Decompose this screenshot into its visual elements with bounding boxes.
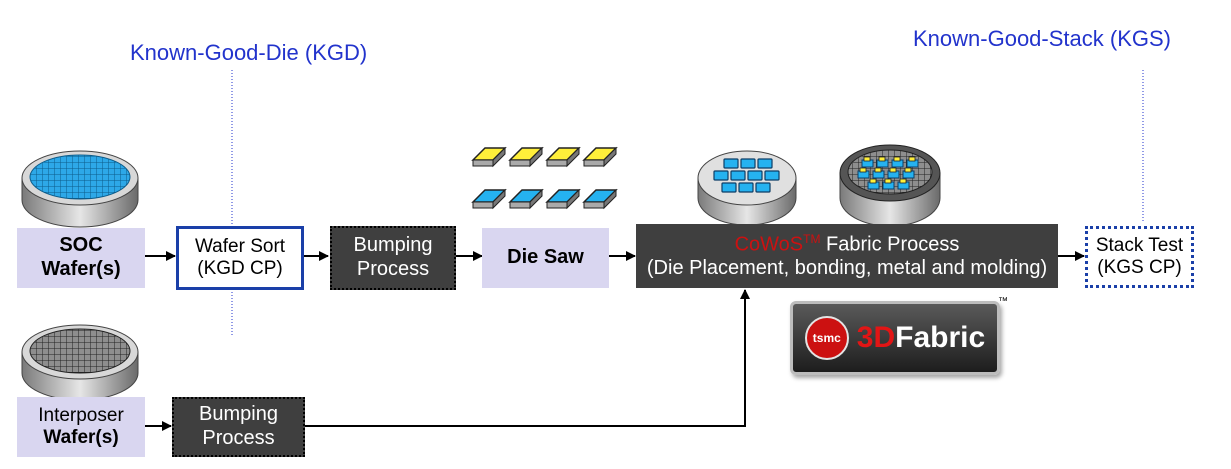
cowos-fabric-process-box: CoWoSTM Fabric Process (Die Placement, b… [636,224,1058,288]
bumping-process-top-box: Bumping Process [330,226,456,290]
bumping-bottom-line2: Process [202,427,275,449]
tsmc-badge: tsmc [804,316,849,360]
interposer-line1: Interposer [38,404,124,426]
stack-test-line2: (KGS CP) [1097,257,1182,278]
die-saw-box: Die Saw [482,228,609,288]
soc-wafer-box: SOC Wafer(s) [17,228,145,288]
bumping-process-bottom-box: Bumping Process [172,397,305,457]
3d-prefix: 3D [856,321,896,354]
bumping-top-line1: Bumping [353,234,433,257]
bumping-bottom-line1: Bumping [199,403,278,426]
stack-test-line1: Stack Test [1095,234,1184,256]
wafer-sort-line1: Wafer Sort [194,235,286,257]
cowos-tm: TM [803,231,821,246]
kgs-label: Known-Good-Stack (KGS) [913,26,1171,51]
3dfabric-logo: tsmc 3DFabric [790,301,1000,375]
interposer-line2: Wafer(s) [43,427,119,448]
die-saw-label: Die Saw [507,246,584,269]
3dfabric-trademark: ™ [998,296,1008,307]
kgd-label: Known-Good-Die (KGD) [130,40,368,65]
interposer-wafer-icon [21,324,139,401]
stack-test-box: Stack Test (KGS CP) [1085,226,1194,288]
soc-wafer-line2: Wafer(s) [41,258,121,280]
wafer-sort-line2: (KGD CP) [197,258,283,279]
3dfabric-wordmark: 3DFabric [857,321,985,355]
stacked-wafer-icon [839,144,941,227]
arrow-bumping-to-cowos [305,289,750,427]
cowos-brand: CoWoS [734,233,804,256]
cowos-line1-rest: Fabric Process [820,233,960,256]
reconstituted-wafer-icon [697,150,797,226]
wafer-sort-box: Wafer Sort (KGD CP) [176,226,304,290]
cowos-line1: CoWoSTM Fabric Process [735,232,960,257]
soc-wafer-line1: SOC [59,234,103,257]
yellow-dies-icon [471,146,618,168]
blue-dies-icon [471,188,618,210]
bumping-top-line2: Process [356,258,430,280]
cowos-line2: (Die Placement, bonding, metal and moldi… [646,256,1048,279]
interposer-wafer-box: Interposer Wafer(s) [17,397,145,457]
soc-wafer-icon [21,150,139,228]
fabric-word: Fabric [895,321,986,354]
